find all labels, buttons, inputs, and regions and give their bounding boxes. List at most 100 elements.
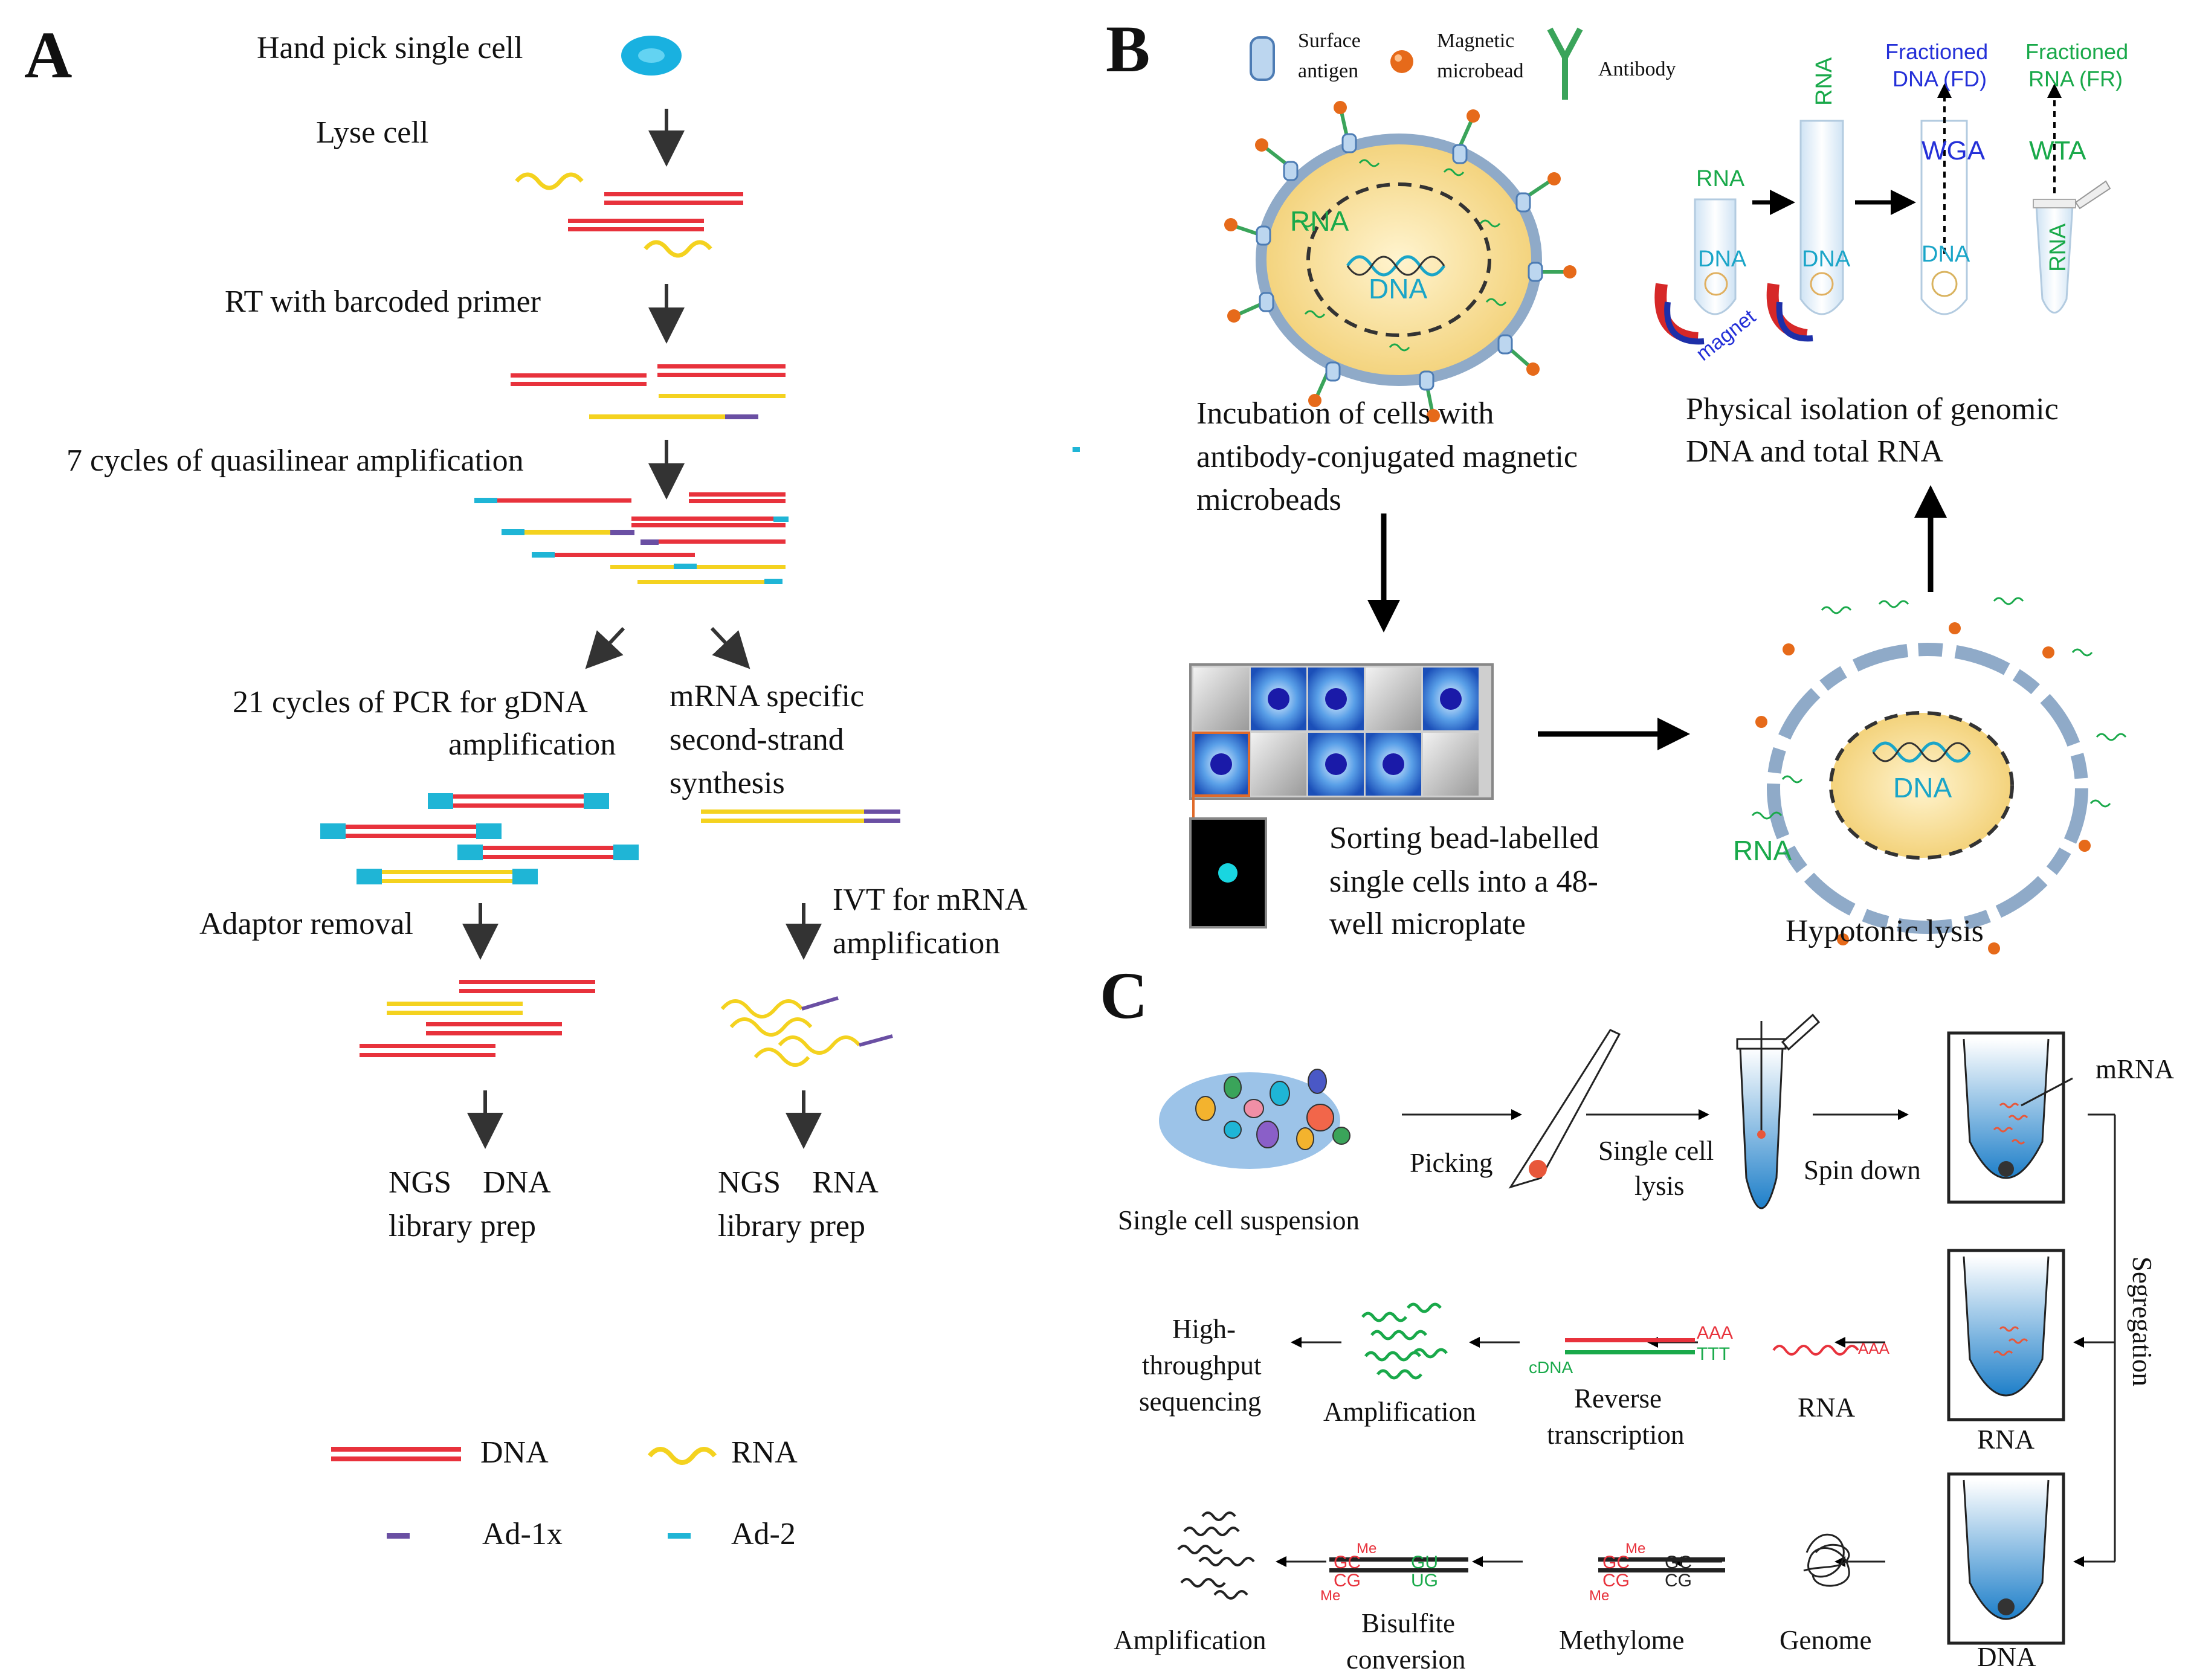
- legend-antibody: Antibody: [1598, 58, 1676, 80]
- tube3-dna: DNA: [1922, 242, 1970, 267]
- sorting-l1: Sorting bead-labelled: [1329, 821, 1599, 855]
- sorting-l3: well microplate: [1329, 907, 1526, 941]
- legend-ad1-label: Ad-1x: [482, 1517, 563, 1551]
- ngs-dna-line2: library prep: [389, 1209, 537, 1243]
- bis-l1: Bisulfite: [1361, 1608, 1455, 1638]
- legend-dna-label: DNA: [480, 1435, 549, 1470]
- cell-dna-label: DNA: [1369, 273, 1428, 304]
- ttt-label: TTT: [1697, 1344, 1730, 1364]
- cell-suspension: [1159, 1069, 1350, 1169]
- ngs-rna-line2: library prep: [718, 1209, 866, 1243]
- tube1-rna: RNA: [1696, 166, 1745, 191]
- segregation-bracket: [2073, 1113, 2116, 1567]
- isolation-l1: Physical isolation of genomic: [1686, 392, 2059, 426]
- bisulfite-duplex: [1329, 1557, 1468, 1572]
- beads: [1224, 101, 1576, 422]
- step-mrna-line2: second-strand: [670, 723, 844, 757]
- tube-b2: [1766, 120, 1844, 342]
- rna-label: RNA: [1798, 1392, 1856, 1423]
- cdna-duplex: [1565, 1338, 1695, 1354]
- me-top-bisulfite: Me: [1357, 1540, 1377, 1557]
- rna-wave: [1772, 1345, 1859, 1356]
- gc-bisulfite: GC: [1334, 1553, 1361, 1572]
- quasilinear-strands: [474, 492, 789, 584]
- panel-c-letter: C: [1100, 959, 1148, 1032]
- gc-methylome: GC: [1602, 1553, 1630, 1572]
- legend-surface-l2: antigen: [1298, 60, 1359, 82]
- labelled-cell: [1256, 134, 1542, 386]
- methylome-duplex: [1598, 1557, 1725, 1572]
- me-bot-bisulfite: Me: [1320, 1588, 1341, 1604]
- fr-l1: Fractioned: [2025, 39, 2129, 64]
- lysed-cell: [1751, 597, 2127, 954]
- methylome-label: Methylome: [1559, 1625, 1685, 1655]
- tube2-dna: DNA: [1802, 246, 1851, 272]
- step-lyse: Lyse cell: [316, 115, 429, 150]
- wga-label: WGA: [1922, 136, 1986, 166]
- legend-bead-l2: microbead: [1437, 60, 1524, 82]
- hypotonic-label: Hypotonic lysis: [1786, 914, 1984, 948]
- me-top-methylome: Me: [1625, 1540, 1646, 1557]
- panel-a-letter: A: [24, 18, 73, 92]
- bis-l2: conversion: [1346, 1644, 1466, 1675]
- step-ivt-line2: amplification: [833, 926, 1001, 961]
- amp1-label: Amplification: [1323, 1397, 1476, 1427]
- sc-lysis-l1: Single cell: [1598, 1136, 1714, 1166]
- step-ivt-line1: IVT for mRNA: [833, 883, 1028, 917]
- step-adaptor: Adaptor removal: [199, 907, 413, 941]
- wta-label: WTA: [2029, 136, 2086, 166]
- legend-b-icons: [1250, 27, 1583, 100]
- cdna-label: cDNA: [1529, 1358, 1573, 1377]
- genome-label: Genome: [1780, 1625, 1872, 1655]
- lysed-strands: [515, 172, 743, 258]
- incubation-l1: Incubation of cells with: [1196, 396, 1494, 431]
- step-pick: Hand pick single cell: [257, 31, 523, 65]
- spin-label: Spin down: [1804, 1155, 1921, 1185]
- amplified-cdna: [1361, 1302, 1448, 1380]
- sc-lysis-l2: lysis: [1634, 1171, 1685, 1201]
- fd-l1: Fractioned: [1885, 39, 1989, 64]
- segregation-label: Segregation: [2127, 1257, 2157, 1386]
- sorting-l2: single cells into a 48-: [1329, 864, 1598, 899]
- gu-bisulfite: GU: [1411, 1553, 1438, 1572]
- rna-tube-label: RNA: [1977, 1424, 2035, 1455]
- mrna-label: mRNA: [2096, 1054, 2175, 1084]
- ivt-rna: [720, 996, 893, 1067]
- legend-a-marks: [331, 1447, 717, 1539]
- tube2-rna: RNA: [1812, 57, 1837, 106]
- rt-strands: [511, 364, 786, 419]
- genome-tangle: [1803, 1534, 1850, 1587]
- me-bot-methylome: Me: [1589, 1588, 1610, 1604]
- isolation-l2: DNA and total RNA: [1686, 434, 1944, 469]
- suspension-label: Single cell suspension: [1118, 1205, 1360, 1235]
- hts-l1: High-: [1172, 1314, 1236, 1344]
- hts-l2: throughput: [1142, 1350, 1262, 1380]
- step-quasi: 7 cycles of quasilinear amplification: [66, 443, 524, 478]
- fd-l2: DNA (FD): [1893, 66, 1987, 91]
- legend-rna-label: RNA: [731, 1435, 798, 1470]
- tube-b1: [1654, 198, 1737, 345]
- ngs-rna-line1: NGS RNA: [718, 1165, 879, 1200]
- cg-bisulfite: CG: [1334, 1571, 1361, 1591]
- arrows-b-main: [1367, 485, 1947, 750]
- pipette: [1508, 1029, 1621, 1189]
- step-pcr-line1: 21 cycles of PCR for gDNA: [233, 685, 588, 719]
- step-rt: RT with barcoded primer: [225, 285, 541, 319]
- step-pcr-line2: amplification: [448, 727, 616, 762]
- incubation-l3: microbeads: [1196, 483, 1341, 517]
- amp2-label: Amplification: [1114, 1625, 1267, 1655]
- legend-ad2-label: Ad-2: [731, 1517, 796, 1551]
- hts-l3: sequencing: [1139, 1386, 1262, 1417]
- panel-b-letter: B: [1106, 12, 1150, 86]
- dna-tube-label: DNA: [1977, 1642, 2036, 1672]
- incubation-l2: antibody-conjugated magnetic: [1196, 440, 1578, 474]
- lysis-dna-label: DNA: [1893, 772, 1952, 803]
- ug-bisulfite: UG: [1411, 1571, 1438, 1591]
- second-strand: [701, 809, 900, 823]
- cg-methylome: CG: [1602, 1571, 1630, 1591]
- tube1-dna: DNA: [1698, 246, 1747, 272]
- surface-antigens: [1256, 133, 1543, 391]
- microplate: [1189, 663, 1494, 929]
- cell-rna-label: RNA: [1290, 205, 1349, 237]
